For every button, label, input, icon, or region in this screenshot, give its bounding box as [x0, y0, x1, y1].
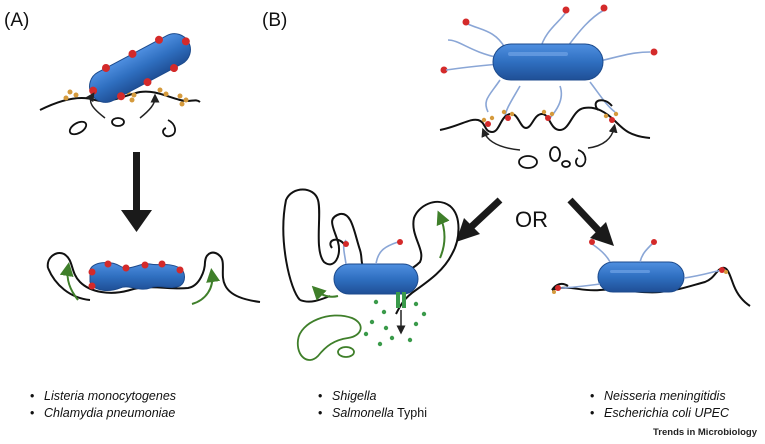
- secretion-apparatus: [396, 292, 406, 308]
- species-list-b-right: Neisseria meningitidis Escherichia coli …: [590, 388, 729, 422]
- green-arrow-right: [436, 210, 450, 259]
- host-membrane: [551, 266, 751, 307]
- species-list-b-left: Shigella Salmonella Typhi: [318, 388, 427, 422]
- species-item: Salmonella Typhi: [318, 405, 427, 422]
- green-arrow-left: [311, 285, 339, 301]
- ruffle-membrane: [282, 188, 460, 315]
- bacterium: [89, 33, 191, 103]
- engulfing-membrane: [46, 251, 261, 303]
- panel-b-label: (B): [262, 10, 288, 31]
- green-arrow-right: [191, 268, 221, 305]
- black-arrow-icon: [121, 152, 152, 232]
- green-arrow-left: [59, 262, 79, 301]
- species-item: Escherichia coli UPEC: [590, 405, 729, 422]
- inflow-arrow-right: [139, 93, 160, 119]
- vesicles: [68, 117, 176, 138]
- panel-b-trigger: [282, 188, 460, 361]
- panel-a-bottom: [46, 251, 261, 305]
- vesicles: [518, 146, 587, 169]
- panel-a-label: (A): [4, 10, 30, 31]
- journal-credit: Trends in Microbiology: [653, 427, 757, 438]
- species-item: Chlamydia pneumoniae: [30, 405, 176, 422]
- bacterium: [597, 261, 685, 293]
- host-membrane: [439, 106, 651, 139]
- panel-b-zipper: [551, 239, 751, 307]
- species-item: Listeria monocytogenes: [30, 388, 176, 405]
- effector-dots: [363, 299, 427, 347]
- species-item: Shigella: [318, 388, 427, 405]
- species-item: Neisseria meningitidis: [590, 388, 729, 405]
- bacterium: [492, 43, 604, 81]
- panel-a-top: [39, 33, 201, 138]
- black-arrow-icon: [567, 197, 614, 246]
- panel-b-top: [439, 4, 658, 169]
- or-label: OR: [515, 207, 548, 232]
- green-vesicles: [296, 314, 362, 361]
- species-list-a: Listeria monocytogenes Chlamydia pneumon…: [30, 388, 176, 422]
- black-arrow-icon: [456, 197, 503, 242]
- inflow-arrow-left: [85, 92, 106, 119]
- bacterium: [333, 263, 419, 295]
- wrapped-bacterium: [89, 262, 185, 291]
